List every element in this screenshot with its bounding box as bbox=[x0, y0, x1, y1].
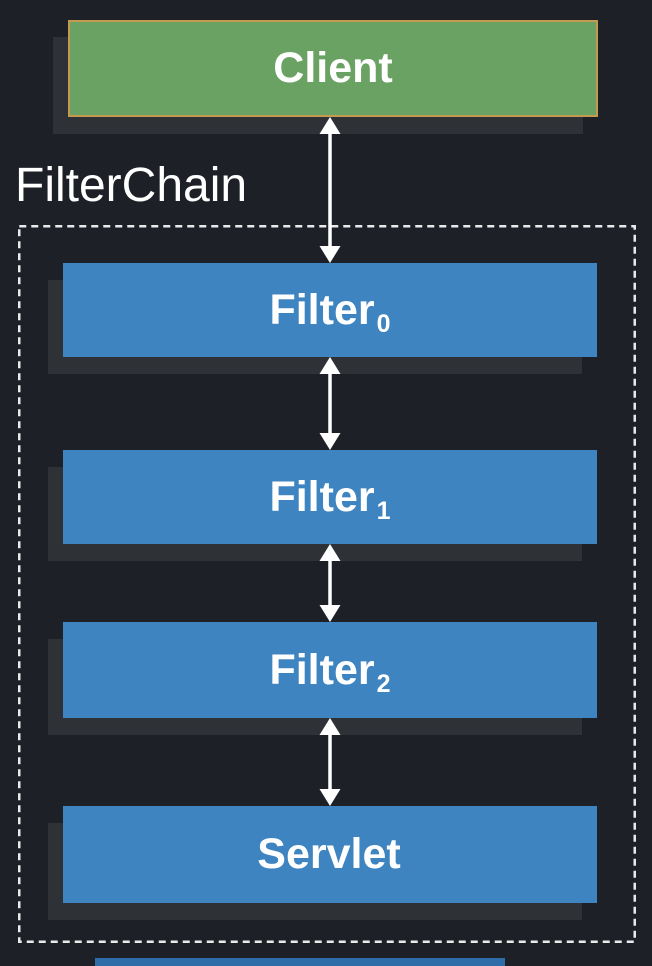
node-label: Filter bbox=[269, 285, 375, 334]
node-label: Filter bbox=[269, 645, 375, 694]
node-label: Servlet bbox=[257, 830, 401, 878]
client-node: Client bbox=[68, 20, 598, 117]
arrow-client-filter0 bbox=[319, 117, 341, 263]
arrow-filter2-servlet bbox=[319, 718, 341, 806]
partial-bottom-strip bbox=[95, 958, 505, 966]
node-label: Filter bbox=[269, 472, 375, 521]
node-subscript: 1 bbox=[376, 496, 391, 525]
arrow-filter1-filter2 bbox=[319, 544, 341, 622]
filterchain-boundary bbox=[18, 225, 636, 943]
servlet-node: Servlet bbox=[63, 806, 597, 903]
node-subscript: 2 bbox=[376, 669, 391, 698]
node-subscript: 0 bbox=[376, 309, 391, 338]
filterchain-label: FilterChain bbox=[15, 159, 248, 212]
arrow-filter0-filter1 bbox=[319, 357, 341, 450]
node-label: Client bbox=[273, 44, 393, 92]
